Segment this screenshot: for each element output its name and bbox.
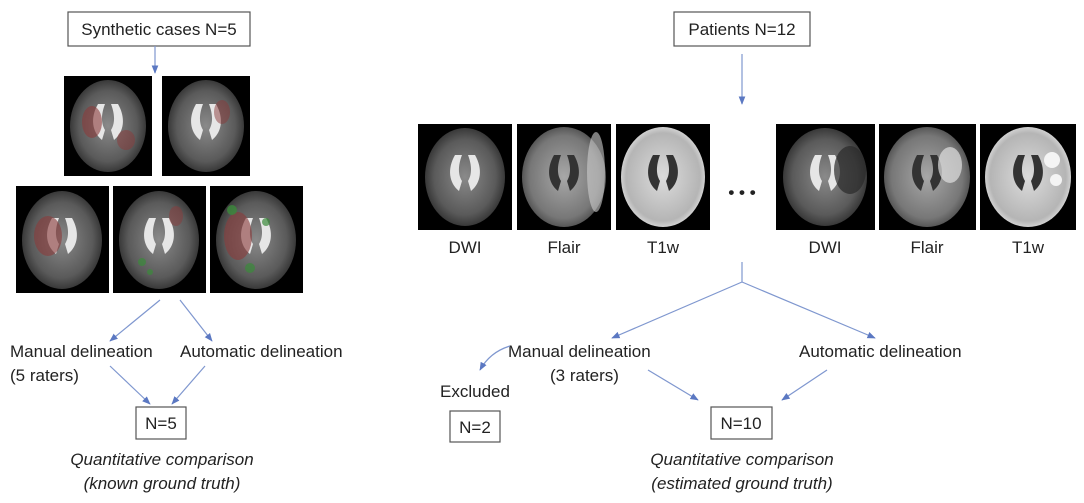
synthetic-cases-title: Synthetic cases N=5 [81, 20, 236, 39]
patients-title: Patients N=12 [688, 20, 795, 39]
edge-manual-to-excluded [479, 345, 511, 371]
caption-left-line1: Quantitative comparison [70, 450, 253, 469]
manual-raters-right: (3 raters) [550, 366, 619, 385]
excluded-box: N=2 [449, 410, 501, 443]
scan-label-dwi-1: DWI [448, 238, 481, 257]
edge-manual-to-result-left [109, 365, 151, 405]
edge-manual-to-result-right [647, 369, 699, 401]
synthetic-cases-box: Synthetic cases N=5 [67, 11, 251, 47]
edge-trunk-to-automatic [741, 281, 876, 339]
excluded-label: Excluded [440, 382, 510, 401]
edge-scans-to-automatic-left [179, 299, 213, 342]
scan-label-t1w-1: T1w [647, 238, 680, 257]
edge-scans-to-manual-left [109, 299, 161, 342]
result-count-right: N=10 [720, 414, 761, 433]
synthetic-scan-2 [162, 76, 250, 176]
scan-label-t1w-2: T1w [1012, 238, 1045, 257]
patient2-flair-scan [879, 124, 976, 230]
scan-ellipsis: • • • [728, 183, 755, 202]
edge-automatic-to-result-right [781, 369, 828, 401]
synthetic-scan-5 [210, 186, 303, 293]
caption-left-line2: (known ground truth) [84, 474, 241, 493]
result-box-right: N=10 [710, 406, 773, 440]
synthetic-scan-4 [113, 186, 206, 293]
manual-raters-left: (5 raters) [10, 366, 79, 385]
patient1-dwi-scan [418, 124, 512, 230]
manual-delineation-left: Manual delineation [10, 342, 153, 361]
result-box-left: N=5 [135, 406, 187, 440]
synthetic-scan-1 [64, 76, 152, 176]
scan-label-dwi-2: DWI [808, 238, 841, 257]
caption-right-line1: Quantitative comparison [650, 450, 833, 469]
automatic-delineation-right: Automatic delineation [799, 342, 962, 361]
scan-label-flair-1: Flair [547, 238, 580, 257]
patient2-t1w-scan [980, 124, 1076, 230]
patient2-dwi-scan [776, 124, 875, 230]
patients-box: Patients N=12 [673, 11, 811, 47]
automatic-delineation-left: Automatic delineation [180, 342, 343, 361]
caption-right-line2: (estimated ground truth) [651, 474, 832, 493]
edge-automatic-to-result-left [171, 365, 206, 405]
result-count-left: N=5 [145, 414, 177, 433]
manual-delineation-right: Manual delineation [508, 342, 651, 361]
scan-label-flair-2: Flair [910, 238, 943, 257]
synthetic-scan-3 [16, 186, 109, 293]
excluded-count: N=2 [459, 418, 491, 437]
edge-trunk-to-manual [611, 281, 743, 339]
patient1-t1w-scan [616, 124, 710, 230]
patient1-flair-scan [517, 124, 611, 230]
